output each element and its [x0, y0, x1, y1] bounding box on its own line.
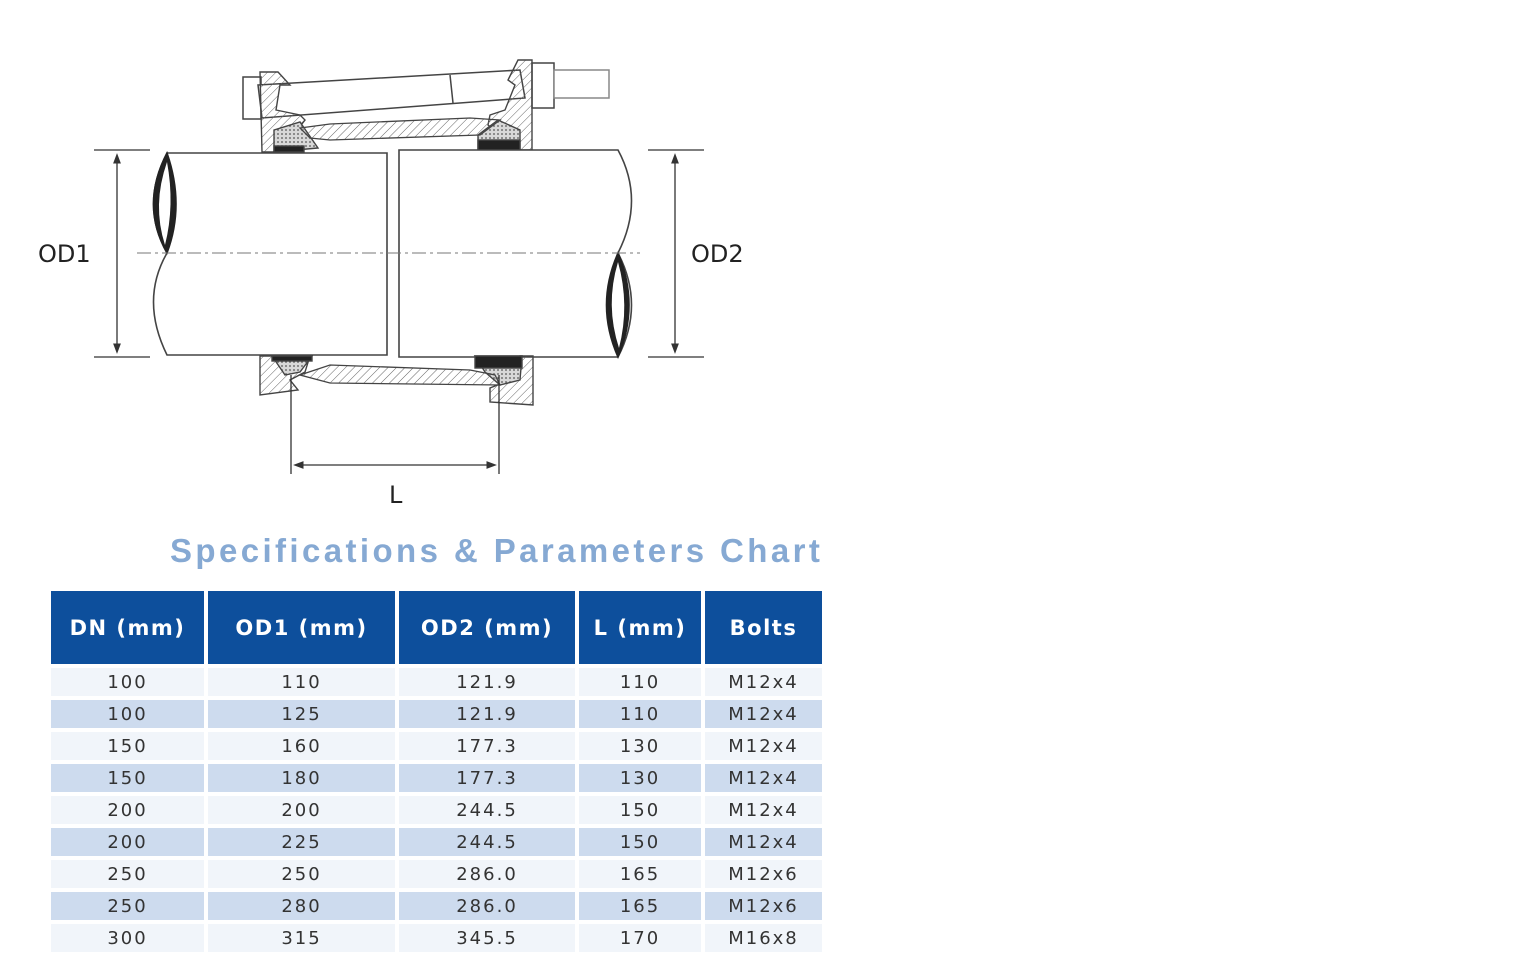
cell-dn: 300 [51, 924, 204, 952]
table-row: 200 225 244.5 150 M12x4 [51, 828, 822, 856]
header-length: L (mm) [579, 591, 701, 664]
cell-od2: 121.9 [399, 700, 575, 728]
header-od1: OD1 (mm) [208, 591, 395, 664]
cell-dn: 100 [51, 700, 204, 728]
cell-od2: 177.3 [399, 764, 575, 792]
header-bolts: Bolts [705, 591, 822, 664]
chart-title: Specifications & Parameters Chart [170, 532, 824, 569]
od1-dimension [94, 149, 150, 358]
cell-dn: 150 [51, 764, 204, 792]
cell-bolts: M16x8 [705, 924, 822, 952]
cell-bolts: M12x4 [705, 700, 822, 728]
cell-dn: 200 [51, 828, 204, 856]
cell-bolts: M12x6 [705, 860, 822, 888]
length-dimension [290, 375, 500, 474]
cell-od2: 177.3 [399, 732, 575, 760]
header-dn: DN (mm) [51, 591, 204, 664]
cell-bolts: M12x4 [705, 668, 822, 696]
cell-od1: 225 [208, 828, 395, 856]
cell-od2: 121.9 [399, 668, 575, 696]
cell-length: 150 [579, 828, 701, 856]
table-row: 150 160 177.3 130 M12x4 [51, 732, 822, 760]
pipe-coupling-diagram: OD1 OD2 L [0, 0, 840, 520]
cell-bolts: M12x4 [705, 828, 822, 856]
cell-dn: 150 [51, 732, 204, 760]
cell-bolts: M12x4 [705, 796, 822, 824]
top-sleeve [298, 117, 502, 141]
cell-od1: 200 [208, 796, 395, 824]
cell-od2: 286.0 [399, 860, 575, 888]
od2-dimension [648, 149, 704, 358]
cell-od2: 345.5 [399, 924, 575, 952]
table-row: 300 315 345.5 170 M16x8 [51, 924, 822, 952]
table-row: 250 250 286.0 165 M12x6 [51, 860, 822, 888]
cell-od1: 110 [208, 668, 395, 696]
table-row: 150 180 177.3 130 M12x4 [51, 764, 822, 792]
cell-od1: 250 [208, 860, 395, 888]
cell-dn: 250 [51, 860, 204, 888]
table-row: 200 200 244.5 150 M12x4 [51, 796, 822, 824]
cell-length: 150 [579, 796, 701, 824]
od2-label: OD2 [691, 240, 744, 268]
table-row: 100 110 121.9 110 M12x4 [51, 668, 822, 696]
table-row: 100 125 121.9 110 M12x4 [51, 700, 822, 728]
cell-dn: 100 [51, 668, 204, 696]
coupling-drawing [94, 59, 704, 474]
cell-od1: 280 [208, 892, 395, 920]
bottom-flange-left [259, 355, 314, 396]
cell-od1: 160 [208, 732, 395, 760]
length-label: L [389, 481, 403, 509]
cell-dn: 200 [51, 796, 204, 824]
table-row: 250 280 286.0 165 M12x6 [51, 892, 822, 920]
bolt [242, 62, 610, 120]
cell-od1: 180 [208, 764, 395, 792]
cell-od2: 244.5 [399, 828, 575, 856]
cell-bolts: M12x4 [705, 764, 822, 792]
bottom-sleeve [297, 364, 502, 386]
cell-length: 165 [579, 860, 701, 888]
cell-bolts: M12x4 [705, 732, 822, 760]
cell-length: 170 [579, 924, 701, 952]
od1-label: OD1 [38, 240, 91, 268]
cell-length: 110 [579, 700, 701, 728]
cell-od1: 125 [208, 700, 395, 728]
table-header-row: DN (mm) OD1 (mm) OD2 (mm) L (mm) Bolts [51, 591, 822, 664]
cell-length: 165 [579, 892, 701, 920]
specifications-table: DN (mm) OD1 (mm) OD2 (mm) L (mm) Bolts 1… [47, 587, 826, 956]
cell-length: 130 [579, 732, 701, 760]
cell-dn: 250 [51, 892, 204, 920]
top-flange-left [259, 71, 320, 153]
header-od2: OD2 (mm) [399, 591, 575, 664]
cell-od2: 244.5 [399, 796, 575, 824]
cell-od1: 315 [208, 924, 395, 952]
cell-od2: 286.0 [399, 892, 575, 920]
cell-length: 110 [579, 668, 701, 696]
bottom-flange-right [473, 355, 534, 406]
cell-bolts: M12x6 [705, 892, 822, 920]
left-pipe [152, 150, 388, 356]
cell-length: 130 [579, 764, 701, 792]
